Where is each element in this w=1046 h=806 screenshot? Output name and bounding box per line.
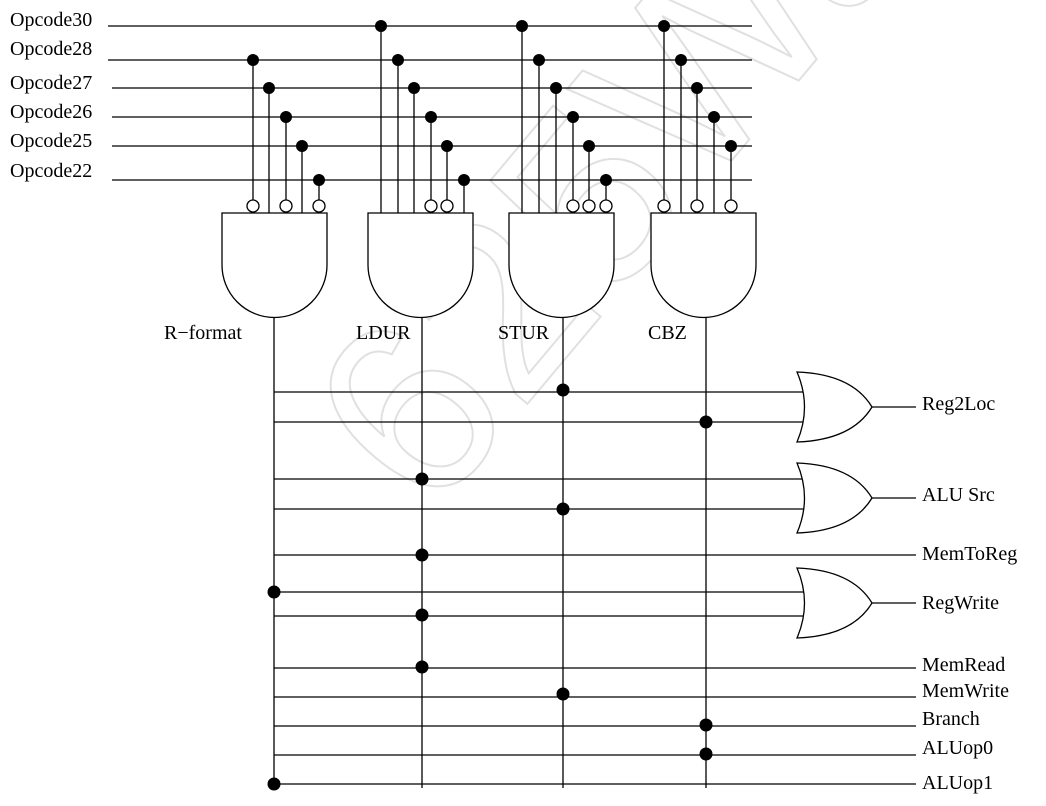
or-gate-reg2loc bbox=[795, 371, 916, 443]
opcode28-label: Opcode28 bbox=[10, 38, 92, 60]
or-gate-alusrc bbox=[795, 462, 916, 534]
ldur-label: LDUR bbox=[356, 322, 411, 344]
memwrite-label: MemWrite bbox=[922, 680, 1009, 702]
and-gate-rformat bbox=[221, 54, 328, 319]
branch-label: Branch bbox=[922, 708, 980, 730]
opcode25-label: Opcode25 bbox=[10, 130, 92, 152]
and-gate-stur bbox=[508, 20, 615, 319]
cbz-label: CBZ bbox=[648, 322, 687, 344]
aluop0-label: ALUop0 bbox=[922, 737, 993, 759]
regwrite-label: RegWrite bbox=[922, 592, 999, 614]
or-gate-regwrite bbox=[795, 567, 916, 639]
memread-label: MemRead bbox=[922, 654, 1005, 676]
stur-label: STUR bbox=[498, 322, 550, 344]
and-gate-cbz bbox=[650, 20, 757, 319]
aluop1-label: ALUop1 bbox=[922, 772, 993, 794]
opcode22-label: Opcode22 bbox=[10, 160, 92, 182]
memtoreg-label: MemToReg bbox=[922, 543, 1017, 565]
alusrc-label: ALU Src bbox=[922, 484, 995, 506]
reg2loc-label: Reg2Loc bbox=[922, 393, 995, 415]
rformat-label: R−format bbox=[164, 322, 242, 344]
opcode30-label: Opcode30 bbox=[10, 9, 92, 31]
control-lines bbox=[274, 391, 916, 785]
opcode26-label: Opcode26 bbox=[10, 101, 92, 123]
opcode27-label: Opcode27 bbox=[10, 72, 92, 94]
connection-dots bbox=[267, 383, 713, 791]
and-gate-ldur bbox=[367, 20, 474, 319]
